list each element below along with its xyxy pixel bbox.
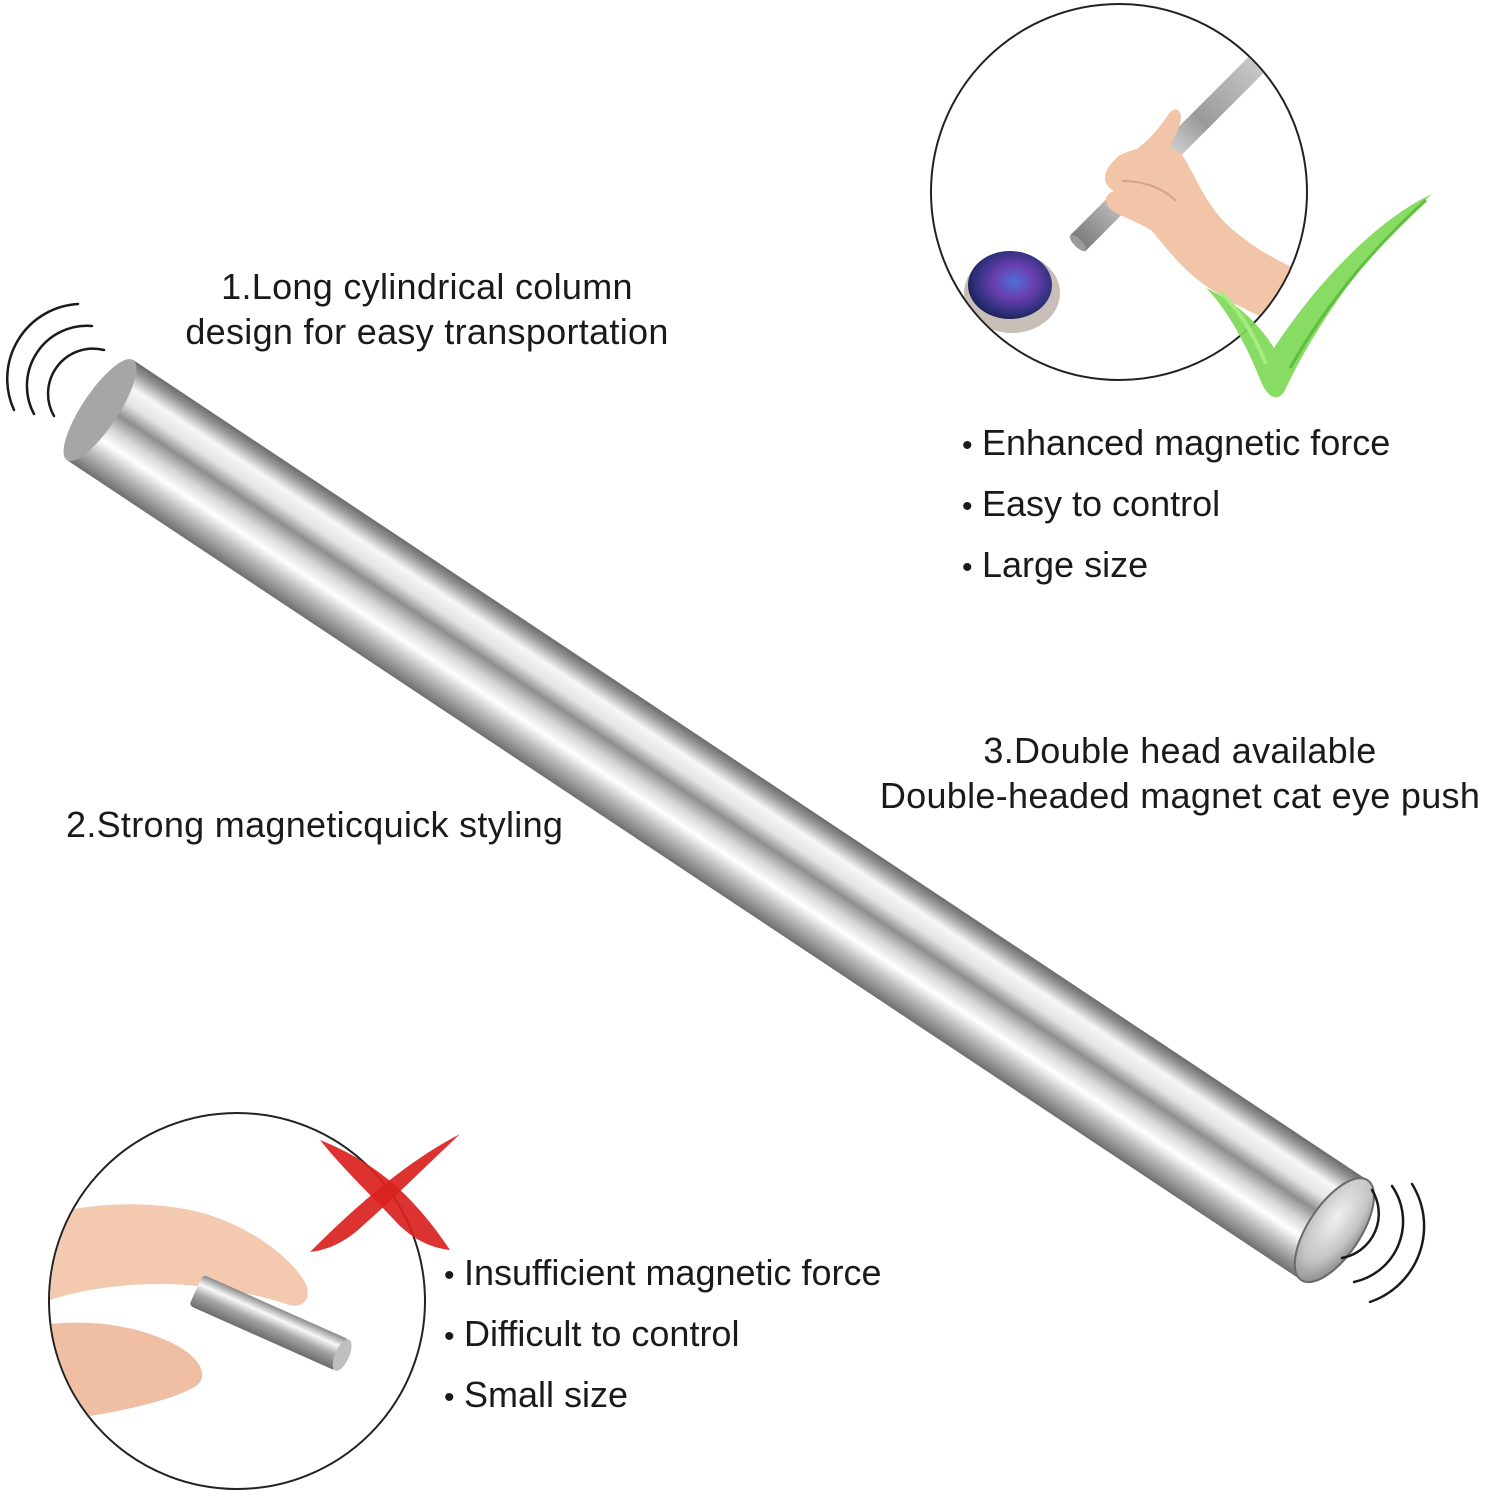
cross-icon: [310, 1134, 460, 1252]
bad-point-item: Insufficient magnetic force: [444, 1244, 882, 1305]
bad-points-list: Insufficient magnetic force Difficult to…: [444, 1244, 882, 1427]
magnetic-waves-bottom-right-icon: [1340, 1182, 1426, 1304]
fingers-with-small-magnet-illustration: [50, 1204, 352, 1422]
good-points-list: Enhanced magnetic force Easy to control …: [962, 414, 1390, 597]
feature-3-line-1: 3.Double head available: [983, 730, 1377, 771]
feature-2-text: 2.Strong magneticquick styling: [66, 804, 564, 845]
bad-point-item: Small size: [444, 1366, 882, 1427]
small-magnet-usage-photo: [48, 1112, 426, 1490]
feature-1-line-1: 1.Long cylindrical column: [221, 266, 633, 307]
bad-point-item: Difficult to control: [444, 1305, 882, 1366]
feature-1-caption: 1.Long cylindrical column design for eas…: [170, 264, 684, 354]
feature-3-line-2: Double-headed magnet cat eye push: [879, 775, 1481, 816]
feature-1-line-2: design for easy transportation: [185, 311, 669, 352]
good-point-item: Enhanced magnetic force: [962, 414, 1390, 475]
feature-2-caption: 2.Strong magneticquick styling: [66, 802, 563, 847]
checkmark-icon: [1206, 194, 1432, 398]
feature-3-caption: 3.Double head available Double-headed ma…: [862, 728, 1498, 818]
magnetic-waves-top-left-icon: [6, 302, 106, 418]
good-point-item: Large size: [962, 536, 1390, 597]
hand-with-rod-illustration: [964, 30, 1306, 335]
good-point-item: Easy to control: [962, 475, 1390, 536]
